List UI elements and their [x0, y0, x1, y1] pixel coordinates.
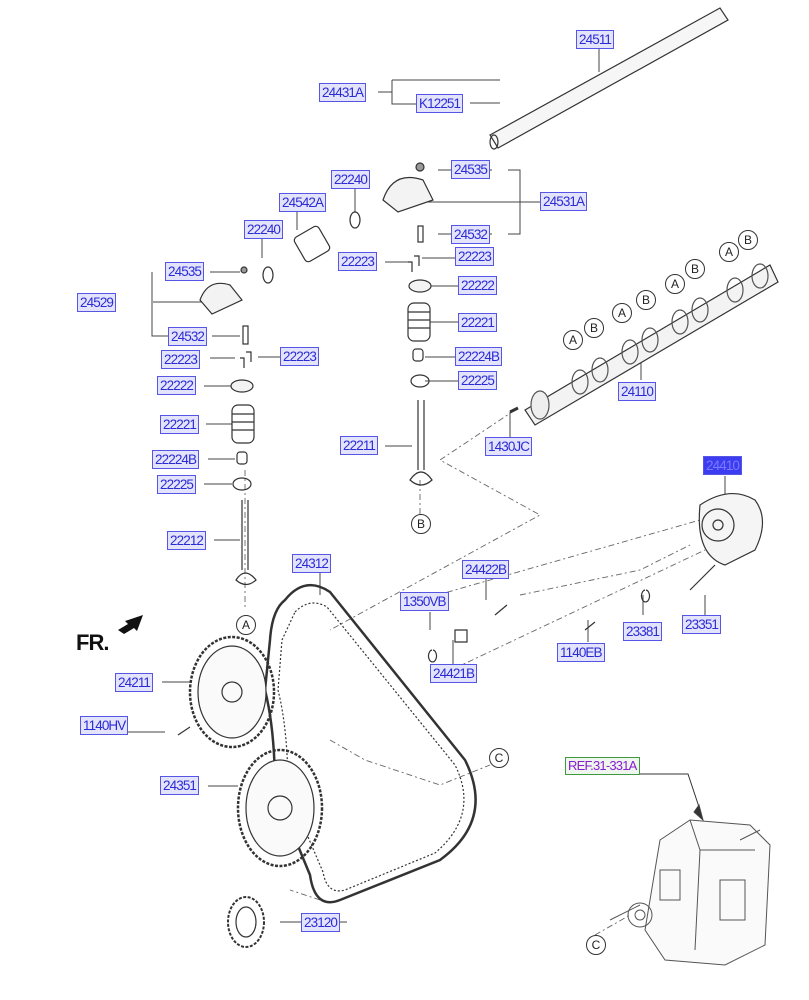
part-label-22224B[interactable]: 22224B — [152, 450, 200, 469]
callout-c: C — [586, 935, 606, 955]
part-label-24410-selected[interactable]: 24410 — [703, 456, 743, 475]
part-label-24511[interactable]: 24511 — [576, 30, 615, 49]
cam-callout-a: A — [719, 242, 739, 262]
part-label-22224B[interactable]: 22224B — [455, 347, 503, 366]
camshaft — [509, 263, 779, 426]
part-label-24211[interactable]: 24211 — [115, 673, 154, 692]
part-label-24542A[interactable]: 24542A — [279, 193, 327, 212]
cam-callout-b: B — [584, 318, 604, 338]
front-marker: FR. — [76, 630, 109, 655]
part-label-22222[interactable]: 22222 — [458, 276, 498, 295]
part-label-1350VB[interactable]: 1350VB — [400, 592, 449, 611]
front-arrow-icon — [118, 615, 143, 634]
leader-lines — [128, 48, 726, 923]
cam-callout-b: B — [738, 230, 758, 250]
cam-callout-a: A — [612, 303, 632, 323]
part-label-24351[interactable]: 24351 — [160, 776, 200, 795]
part-label-22225[interactable]: 22225 — [157, 475, 197, 494]
part-label-22223[interactable]: 22223 — [455, 247, 495, 266]
callout-b: B — [411, 514, 431, 534]
reference-link[interactable]: REF.31-331A — [565, 757, 640, 775]
cam-callout-a: A — [563, 330, 583, 350]
part-label-24431A[interactable]: 24431A — [319, 83, 367, 102]
callout-c: C — [489, 748, 509, 768]
part-label-24422B[interactable]: 24422B — [462, 560, 510, 579]
part-label-22225[interactable]: 22225 — [458, 371, 498, 390]
part-label-23381[interactable]: 23381 — [623, 622, 663, 641]
valve-train-parts — [199, 162, 434, 586]
part-label-1140HV[interactable]: 1140HV — [80, 716, 129, 735]
part-label-22223[interactable]: 22223 — [280, 347, 320, 366]
part-label-24312[interactable]: 24312 — [292, 554, 332, 573]
part-label-22221[interactable]: 22221 — [458, 313, 498, 332]
part-label-24529[interactable]: 24529 — [77, 293, 117, 312]
part-label-22223[interactable]: 22223 — [161, 350, 201, 369]
part-label-24421B[interactable]: 24421B — [430, 664, 478, 683]
part-label-24535[interactable]: 24535 — [451, 160, 491, 179]
part-label-22221[interactable]: 22221 — [160, 415, 200, 434]
sprockets — [188, 635, 324, 948]
part-label-22240[interactable]: 22240 — [244, 220, 284, 239]
part-label-23351[interactable]: 23351 — [682, 615, 722, 634]
part-label-1430JC[interactable]: 1430JC — [485, 437, 533, 456]
cam-callout-a: A — [665, 274, 685, 294]
part-label-22240[interactable]: 22240 — [331, 170, 371, 189]
part-label-23120[interactable]: 23120 — [301, 913, 341, 932]
part-label-24532[interactable]: 24532 — [168, 327, 208, 346]
tensioner-pulley — [177, 493, 764, 736]
injection-pump — [609, 819, 771, 966]
part-label-24535[interactable]: 24535 — [165, 262, 205, 281]
part-label-24532[interactable]: 24532 — [451, 225, 491, 244]
timing-belt — [263, 583, 477, 904]
cam-callout-b: B — [685, 259, 705, 279]
part-label-22223[interactable]: 22223 — [338, 252, 378, 271]
part-label-22222[interactable]: 22222 — [157, 376, 197, 395]
cam-callout-b: B — [636, 290, 656, 310]
part-label-24110[interactable]: 24110 — [618, 382, 657, 401]
part-label-K12251[interactable]: K12251 — [416, 94, 464, 113]
callout-a: A — [236, 615, 256, 635]
part-label-22212[interactable]: 22212 — [167, 531, 207, 550]
alignment-lines — [244, 409, 706, 936]
part-label-22211[interactable]: 22211 — [340, 436, 379, 455]
part-label-24531A[interactable]: 24531A — [540, 192, 588, 211]
rocker-shaft — [489, 7, 729, 150]
part-label-1140EB[interactable]: 1140EB — [557, 643, 605, 662]
